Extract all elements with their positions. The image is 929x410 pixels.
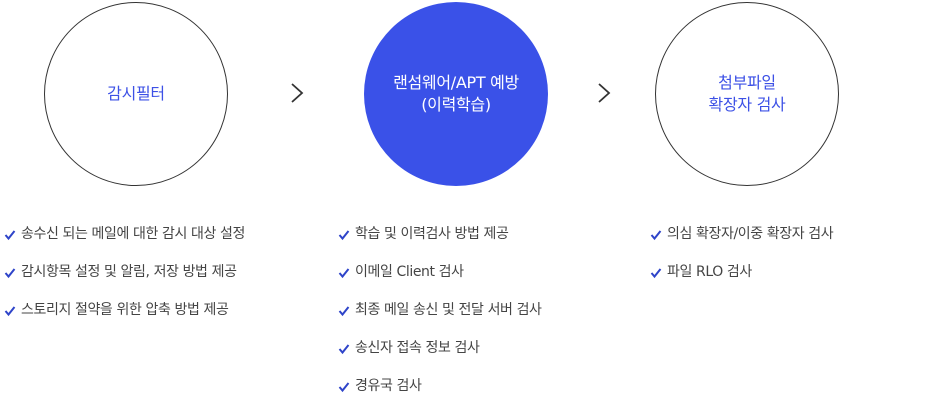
list-item-text: 파일 RLO 검사 bbox=[667, 264, 752, 280]
list-item: 이메일 Client 검사 bbox=[338, 262, 542, 300]
step-1-label: 감시필터 bbox=[107, 84, 165, 103]
list-item: 학습 및 이력검사 방법 제공 bbox=[338, 224, 542, 262]
list-item: 파일 RLO 검사 bbox=[650, 262, 833, 300]
checkmark-icon bbox=[4, 306, 16, 317]
step-1-feature-list: 송수신 되는 메일에 대한 감시 대상 설정 감시항목 설정 및 알림, 저장 … bbox=[4, 224, 245, 338]
step-2-label-line-2: (이력학습) bbox=[421, 95, 491, 114]
list-item: 송수신 되는 메일에 대한 감시 대상 설정 bbox=[4, 224, 245, 262]
list-item-text: 의심 확장자/이중 확장자 검사 bbox=[667, 226, 834, 242]
list-item: 감시항목 설정 및 알림, 저장 방법 제공 bbox=[4, 262, 245, 300]
list-item: 스토리지 절약을 위한 압축 방법 제공 bbox=[4, 300, 245, 338]
chevron-right-icon bbox=[598, 83, 611, 103]
list-item-text: 감시항목 설정 및 알림, 저장 방법 제공 bbox=[21, 264, 237, 280]
step-3-circle: 첨부파일 확장자 검사 bbox=[655, 2, 839, 186]
list-item-text: 송수신 되는 메일에 대한 감시 대상 설정 bbox=[21, 226, 245, 242]
checkmark-icon bbox=[650, 268, 662, 279]
list-item-text: 이메일 Client 검사 bbox=[355, 264, 464, 280]
list-item-text: 학습 및 이력검사 방법 제공 bbox=[355, 226, 509, 242]
list-item: 최종 메일 송신 및 전달 서버 검사 bbox=[338, 300, 542, 338]
checkmark-icon bbox=[338, 344, 350, 355]
checkmark-icon bbox=[338, 230, 350, 241]
checkmark-icon bbox=[4, 268, 16, 279]
step-2-circle: 랜섬웨어/APT 예방 (이력학습) bbox=[364, 2, 548, 186]
list-item-text: 최종 메일 송신 및 전달 서버 검사 bbox=[355, 302, 542, 318]
list-item-text: 송신자 접속 정보 검사 bbox=[355, 340, 480, 356]
step-1-circle: 감시필터 bbox=[44, 2, 228, 186]
step-3-label-line-1: 첨부파일 bbox=[718, 73, 776, 92]
step-2-feature-list: 학습 및 이력검사 방법 제공 이메일 Client 검사 최종 메일 송신 및… bbox=[338, 224, 542, 410]
step-2-label-line-1: 랜섬웨어/APT 예방 bbox=[393, 73, 519, 92]
list-item-text: 스토리지 절약을 위한 압축 방법 제공 bbox=[21, 302, 229, 318]
checkmark-icon bbox=[650, 230, 662, 241]
list-item: 경유국 검사 bbox=[338, 376, 542, 410]
checkmark-icon bbox=[338, 382, 350, 393]
list-item-text: 경유국 검사 bbox=[355, 378, 422, 394]
checkmark-icon bbox=[4, 230, 16, 241]
checkmark-icon bbox=[338, 306, 350, 317]
list-item: 의심 확장자/이중 확장자 검사 bbox=[650, 224, 834, 262]
chevron-right-icon bbox=[291, 83, 304, 103]
step-3-feature-list: 의심 확장자/이중 확장자 검사 파일 RLO 검사 bbox=[650, 224, 834, 300]
list-item: 송신자 접속 정보 검사 bbox=[338, 338, 542, 376]
step-3-label-line-2: 확장자 검사 bbox=[708, 95, 786, 114]
checkmark-icon bbox=[338, 268, 350, 279]
